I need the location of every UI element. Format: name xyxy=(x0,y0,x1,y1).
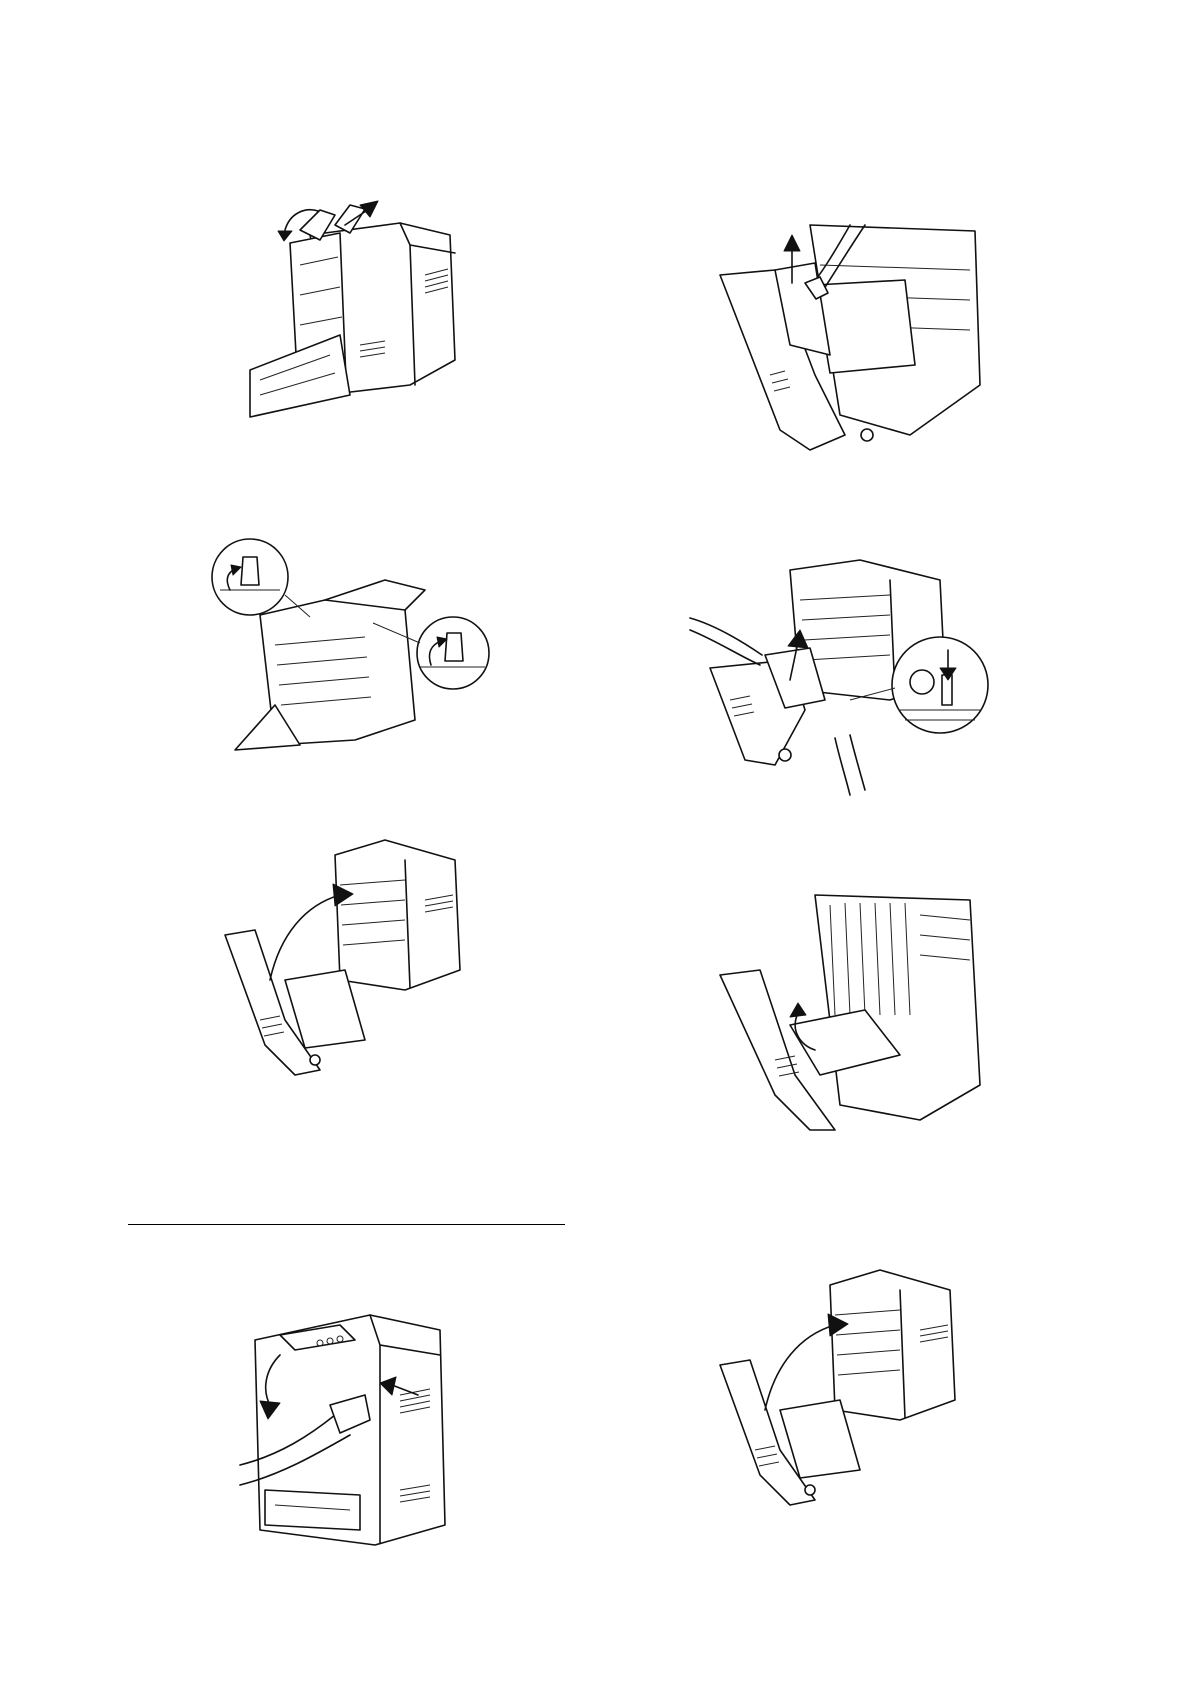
illustration-raise-levers-inset xyxy=(205,535,485,755)
illustration-pull-paper-from-belt xyxy=(720,225,985,450)
illustration-close-front-cover-right xyxy=(720,1270,965,1505)
illustration-open-fuser-levers xyxy=(250,195,465,420)
illustration-remove-paper-duplex xyxy=(720,895,990,1130)
illustration-remove-paper-press-lever xyxy=(690,560,990,795)
illustration-close-front-cover-left xyxy=(225,840,470,1075)
section-divider xyxy=(128,1224,565,1225)
illustration-press-button-open-cover xyxy=(240,1315,455,1545)
